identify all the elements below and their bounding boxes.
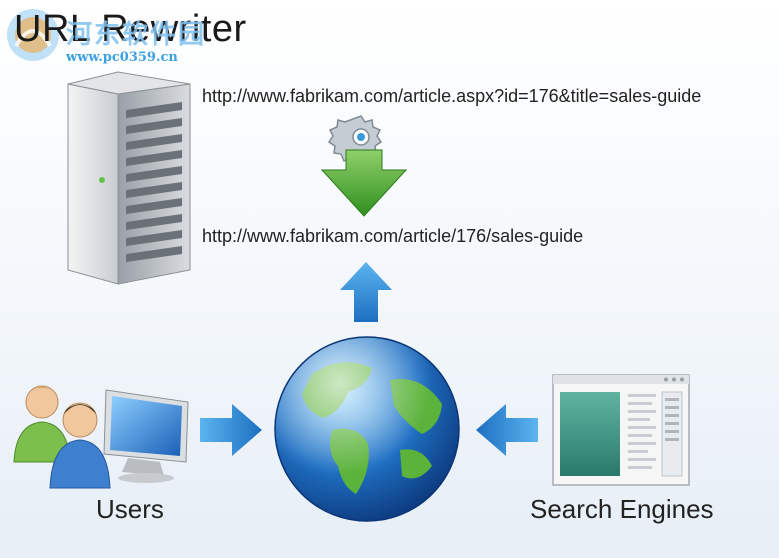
watermark-text: 河东软件园 bbox=[66, 19, 207, 49]
search-engines-label: Search Engines bbox=[530, 494, 714, 524]
blue-up-arrow-icon bbox=[340, 262, 392, 322]
rewritten-url: http://www.fabrikam.com/article/176/sale… bbox=[202, 226, 584, 246]
server-tower-icon bbox=[67, 71, 191, 285]
watermark-logo-icon bbox=[7, 9, 59, 61]
blue-left-arrow-icon bbox=[476, 404, 538, 456]
earth-globe-icon bbox=[274, 336, 460, 522]
users-computer-icon bbox=[13, 385, 189, 489]
green-down-arrow-icon bbox=[320, 149, 408, 217]
page-title: URL Rewriter bbox=[14, 8, 247, 50]
users-label: Users bbox=[96, 494, 164, 524]
blue-right-arrow-icon bbox=[200, 404, 262, 456]
search-engine-window-icon bbox=[552, 374, 690, 486]
original-url: http://www.fabrikam.com/article.aspx?id=… bbox=[202, 86, 702, 106]
watermark-url: www.pc0359.cn bbox=[66, 50, 178, 65]
